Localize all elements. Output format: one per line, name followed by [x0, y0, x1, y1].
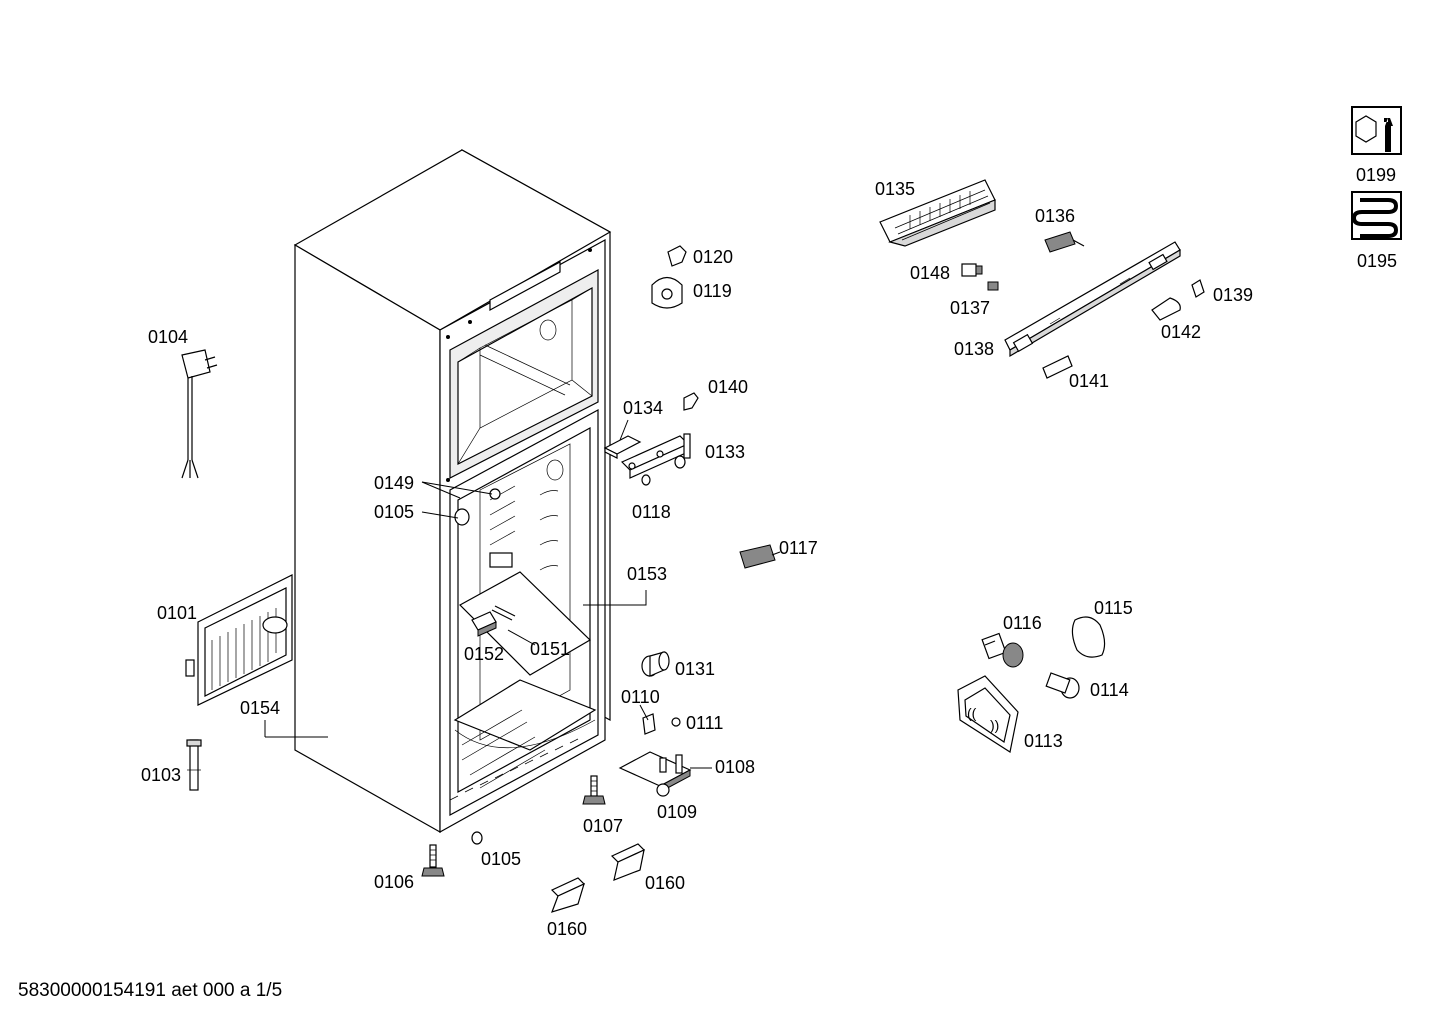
- label-0109: 0109: [657, 802, 697, 822]
- lamp-housing-0113: (( )): [957, 675, 1019, 753]
- screw-0111: [671, 717, 681, 727]
- pin-0140: [683, 392, 699, 411]
- lamp-bulb-0114: [1045, 672, 1080, 699]
- label-0110: 0110: [621, 687, 660, 707]
- label-0154: 0154: [240, 698, 280, 718]
- label-0138: 0138: [954, 339, 994, 359]
- part-0152: [471, 611, 497, 637]
- part-0148: [961, 263, 983, 277]
- label-0134: 0134: [623, 398, 663, 418]
- label-0160: 0160: [645, 873, 685, 893]
- hinge-cover-0119: [651, 276, 683, 309]
- svg-text:)): )): [990, 717, 999, 733]
- part-0151: [491, 605, 516, 621]
- part-0139: [1191, 279, 1205, 298]
- label-0199: 0199: [1356, 165, 1396, 185]
- heating-coil-icon: [1351, 191, 1402, 240]
- levelling-foot-left: [421, 844, 445, 877]
- label-0151: 0151: [530, 639, 570, 659]
- label-0101: 0101: [157, 603, 197, 623]
- levelling-foot-right: [582, 775, 606, 805]
- label-0113: 0113: [1024, 731, 1063, 751]
- label-0141: 0141: [1069, 371, 1109, 391]
- label-0137: 0137: [950, 298, 990, 318]
- label-0142: 0142: [1161, 322, 1201, 342]
- label-0131: 0131: [675, 659, 715, 679]
- label-0117: 0117: [779, 538, 818, 558]
- label-0139: 0139: [1213, 285, 1253, 305]
- label-0195: 0195: [1357, 251, 1397, 271]
- door-switch: [739, 544, 781, 569]
- document-code: 58300000154191 aet 000 a 1/5: [18, 980, 283, 1001]
- relay-0136: [1044, 231, 1085, 253]
- label-0107: 0107: [583, 816, 623, 836]
- bottom-hinge: [618, 751, 692, 797]
- bracket-0160-a: [610, 843, 646, 881]
- cap-0105: [454, 508, 470, 526]
- label-0148: 0148: [910, 263, 950, 283]
- label-0118: 0118: [632, 502, 671, 522]
- part-0142: [1151, 297, 1181, 321]
- label-0135: 0135: [875, 179, 915, 199]
- wrench-nut-icon: [1351, 106, 1402, 155]
- label-0116: 0116: [1003, 613, 1042, 633]
- part-0137: [987, 281, 999, 291]
- lamp-cover-0115: [1071, 616, 1106, 658]
- control-rail: [1004, 241, 1181, 358]
- part-labels: 0101 0103 0104 0105 0105 0106 0107 0108 …: [141, 165, 1397, 939]
- label-0103: 0103: [141, 765, 181, 785]
- washer-0118: [641, 474, 651, 486]
- lamp-socket-0116: [981, 632, 1024, 668]
- bushing-0131: [641, 651, 670, 677]
- label-0160-b: 0160: [547, 919, 587, 939]
- hinge-pin-0120: [667, 245, 687, 267]
- label-0114: 0114: [1090, 680, 1129, 700]
- label-0111: 0111: [686, 713, 723, 733]
- label-0152: 0152: [464, 644, 504, 664]
- label-0140: 0140: [708, 377, 748, 397]
- label-0119: 0119: [693, 281, 732, 301]
- label-0108: 0108: [715, 757, 755, 777]
- label-0141: [1042, 355, 1073, 379]
- cap-0105-bottom: [471, 831, 483, 845]
- label-0153: 0153: [627, 564, 667, 584]
- label-0120: 0120: [693, 247, 733, 267]
- control-housing: [879, 179, 996, 247]
- label-0136: 0136: [1035, 206, 1075, 226]
- label-0133: 0133: [705, 442, 745, 462]
- clip-0110: [642, 713, 656, 735]
- label-0106: 0106: [374, 872, 414, 892]
- fridge-cabinet: [293, 148, 612, 834]
- label-0105-bottom: 0105: [481, 849, 521, 869]
- label-0149: 0149: [374, 473, 414, 493]
- door-pin: [186, 739, 202, 791]
- middle-hinge: [620, 433, 691, 479]
- label-0104: 0104: [148, 327, 188, 347]
- bracket-0160-b: [550, 877, 586, 913]
- power-plug: [181, 349, 218, 479]
- label-0105: 0105: [374, 502, 414, 522]
- condenser-grille: [185, 574, 293, 706]
- label-0115: 0115: [1094, 598, 1133, 618]
- leader-lines: [264, 419, 712, 769]
- svg-text:((: ((: [967, 705, 977, 721]
